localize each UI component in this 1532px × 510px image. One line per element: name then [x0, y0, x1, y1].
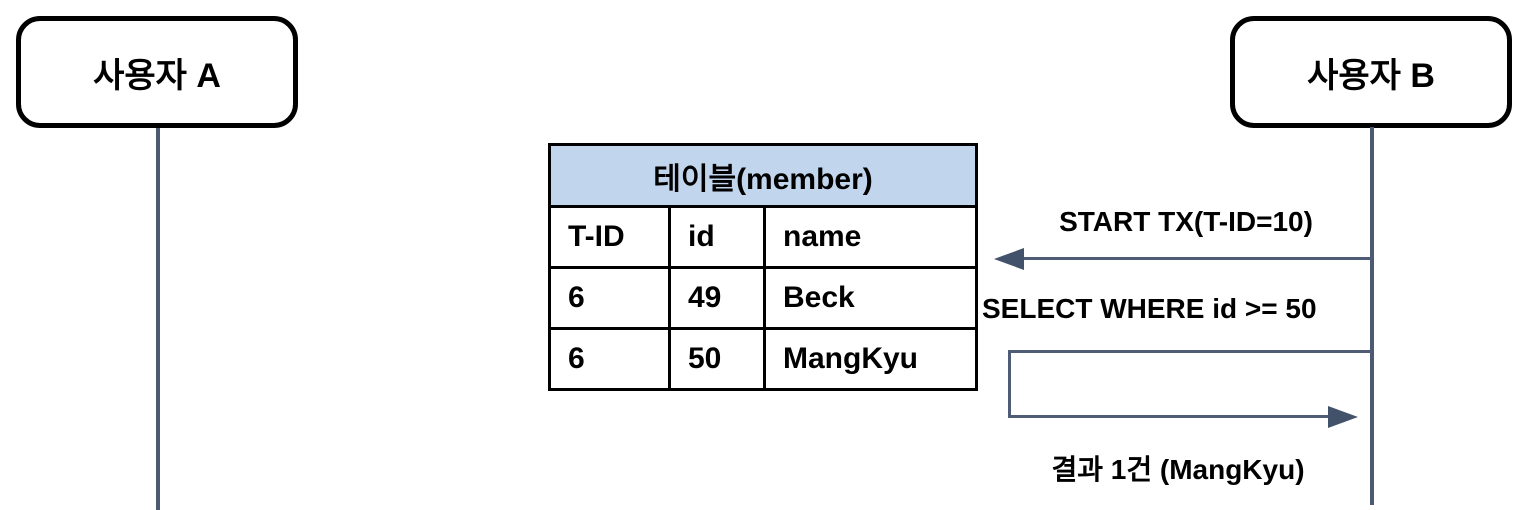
- col-header-id: id: [668, 205, 766, 269]
- left-arrowhead-icon: [994, 248, 1024, 270]
- actor-box-user-b: 사용자 B: [1230, 16, 1512, 128]
- actor-b-label: 사용자 B: [1307, 56, 1435, 95]
- select-query-label: SELECT WHERE id >= 50: [982, 293, 1317, 324]
- table-title-row: 테이블(member): [547, 143, 979, 208]
- cell-name: Beck: [762, 266, 979, 330]
- col-header-tid: T-ID: [548, 205, 671, 269]
- table-title: 테이블(member): [547, 143, 979, 208]
- cell-id: 49: [668, 266, 766, 330]
- member-table: 테이블(member) T-ID id name 6 49 Beck 6 50 …: [547, 143, 979, 391]
- cell-tid: 6: [548, 266, 671, 330]
- actor-a-label: 사용자 A: [93, 56, 221, 95]
- self-loop-top-line: [1008, 350, 1372, 353]
- col-header-name: name: [762, 205, 979, 269]
- self-loop-left-line: [1008, 350, 1011, 418]
- start-tx-label: START TX(T-ID=10): [1059, 206, 1313, 237]
- lifeline-user-b: [1370, 127, 1374, 505]
- table-header-row: T-ID id name: [548, 205, 979, 269]
- result-label: 결과 1건 (MangKyu): [1051, 454, 1305, 485]
- cell-name: MangKyu: [762, 327, 979, 391]
- actor-box-user-a: 사용자 A: [16, 16, 298, 128]
- table-row: 6 49 Beck: [548, 266, 979, 330]
- start-tx-arrow-line: [1000, 257, 1372, 260]
- right-arrowhead-icon: [1328, 406, 1358, 428]
- self-loop-bottom-line: [1008, 415, 1330, 418]
- cell-tid: 6: [548, 327, 671, 391]
- table-row: 6 50 MangKyu: [548, 327, 979, 391]
- cell-id: 50: [668, 327, 766, 391]
- lifeline-user-a: [156, 128, 160, 510]
